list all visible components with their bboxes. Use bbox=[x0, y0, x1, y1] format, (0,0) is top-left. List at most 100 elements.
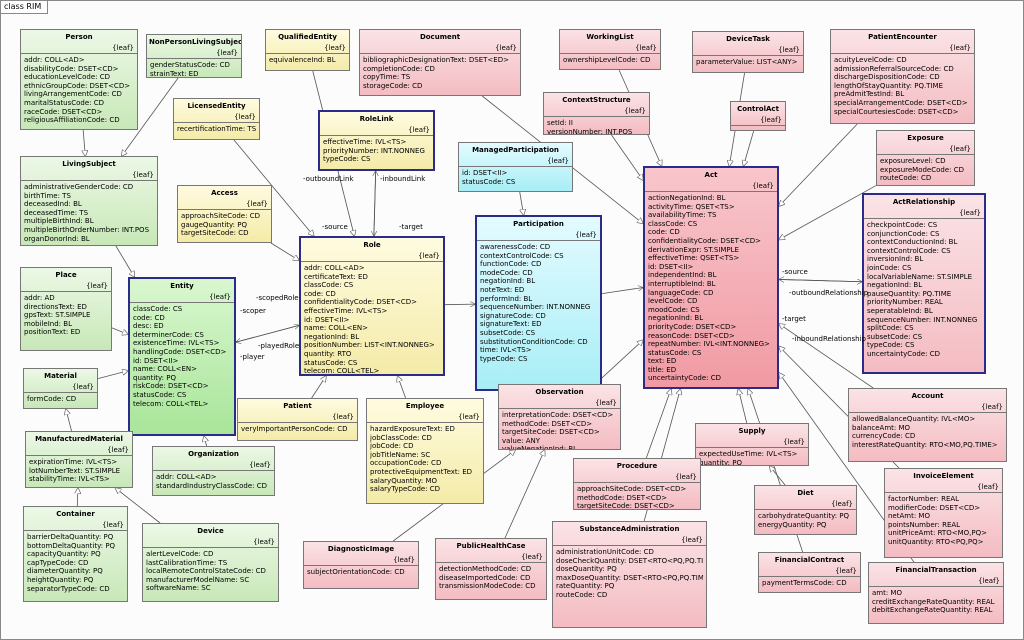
class-name: Access bbox=[211, 189, 238, 197]
attribute: typeCode: CS bbox=[480, 354, 528, 363]
attribute: approachSiteCode: CD bbox=[181, 212, 260, 220]
attribute: ownershipLevelCode: CD bbox=[563, 56, 651, 64]
class-role[interactable]: Role{leaf}addr: COLL<AD>certificateText:… bbox=[299, 236, 445, 376]
attribute: addr: COLL<AD> bbox=[24, 56, 85, 64]
class-organization[interactable]: Organization{leaf}addr: COLL<AD>standard… bbox=[152, 446, 275, 496]
attribute: localRemoteControlStateCode: CD bbox=[146, 567, 266, 576]
attribute: negationInd: BL bbox=[867, 281, 923, 290]
class-stereotype: {leaf} bbox=[408, 126, 430, 134]
attribute: administrationUnitCode: CD bbox=[556, 548, 654, 556]
class-patient[interactable]: Patient{leaf}veryImportantPersonCode: CD bbox=[237, 398, 358, 441]
attribute: checkpointCode: CS bbox=[867, 221, 938, 229]
attribute: splitCode: CS bbox=[867, 324, 914, 333]
class-nonperson[interactable]: NonPersonLivingSubject{leaf}genderStatus… bbox=[146, 34, 242, 78]
attribute: seperatableInd: BL bbox=[867, 306, 933, 315]
class-procedure[interactable]: Procedure{leaf}approachSiteCode: DSET<CD… bbox=[573, 458, 701, 510]
class-document[interactable]: Document{leaf}bibliographicDesignationTe… bbox=[359, 29, 521, 96]
attribute: exposureModeCode: CD bbox=[880, 165, 965, 174]
class-name: NonPersonLivingSubject bbox=[149, 38, 242, 46]
attribute: allowedBalanceQuantity: IVL<MO> bbox=[852, 415, 976, 423]
attribute: acuityLevelCode: CD bbox=[834, 56, 907, 64]
class-patientenc[interactable]: PatientEncounter{leaf}acuityLevelCode: C… bbox=[830, 29, 975, 124]
attribute: amt: MO bbox=[872, 589, 902, 597]
attribute: classCode: CS bbox=[133, 305, 183, 313]
attribute: statusCode: CS bbox=[648, 348, 702, 357]
class-managedpart[interactable]: ManagedParticipation{leaf}id: DSET<II>st… bbox=[458, 142, 573, 192]
attribute-list: parameterValue: LIST<ANY> bbox=[693, 55, 803, 69]
class-stereotype: {leaf} bbox=[458, 413, 480, 421]
class-manufmaterial[interactable]: ManufacturedMaterial{leaf}expirationTime… bbox=[25, 431, 133, 488]
attribute: text: ED bbox=[648, 357, 677, 366]
attribute-list: bibliographicDesignationText: DSET<ED>co… bbox=[360, 53, 520, 92]
edge-label-scoper: -scoper bbox=[240, 307, 266, 315]
class-name: Supply bbox=[738, 427, 766, 435]
attribute: confidentialityCode: DSET<CD> bbox=[648, 236, 761, 245]
attribute: id: DSET<II> bbox=[133, 356, 179, 365]
attribute: jobTitleName: SC bbox=[370, 450, 431, 459]
attribute: interpretationCode: DSET<CD> bbox=[502, 411, 614, 419]
attribute: determinerCode: CS bbox=[133, 330, 204, 339]
attribute: title: ED bbox=[648, 365, 677, 374]
class-workinglist[interactable]: WorkingList{leaf}ownershipLevelCode: CD bbox=[559, 29, 661, 70]
class-publichealth[interactable]: PublicHealthCase{leaf}detectionMethodCod… bbox=[435, 538, 547, 600]
class-controlact[interactable]: ControlAct{leaf} bbox=[730, 101, 786, 131]
class-supply[interactable]: Supply{leaf}expectedUseTime: IVL<TS>quan… bbox=[695, 423, 809, 466]
attribute-list: paymentTermsCode: CD bbox=[759, 576, 860, 590]
class-devicetask[interactable]: DeviceTask{leaf}parameterValue: LIST<ANY… bbox=[692, 31, 804, 73]
class-name: Exposure bbox=[907, 134, 944, 142]
class-person[interactable]: Person{leaf}addr: COLL<AD>disabilityCode… bbox=[20, 29, 138, 130]
class-observation[interactable]: Observation{leaf}interpretationCode: DSE… bbox=[498, 384, 621, 450]
attribute: bibliographicDesignationText: DSET<ED> bbox=[363, 56, 509, 64]
attribute: jobClassCode: CD bbox=[370, 433, 432, 442]
class-diagimage[interactable]: DiagnosticImage{leaf}subjectOrientationC… bbox=[303, 541, 419, 589]
class-name: Container bbox=[56, 510, 95, 518]
attribute: directionsText: ED bbox=[24, 302, 87, 311]
attribute: reasonCode: DSET<CD> bbox=[648, 331, 735, 340]
attribute: admissionReferralSourceCode: CD bbox=[834, 64, 954, 73]
class-substadmin[interactable]: SubstanceAdministration{leaf}administrat… bbox=[552, 521, 707, 628]
attribute: desc: ED bbox=[133, 322, 164, 331]
class-name: Place bbox=[55, 271, 77, 279]
class-name: ManagedParticipation bbox=[472, 146, 559, 154]
class-livingsubject[interactable]: LivingSubject{leaf}administrativeGenderC… bbox=[20, 156, 158, 246]
attribute: name: COLL<EN> bbox=[133, 365, 198, 374]
attribute: hazardExposureText: ED bbox=[370, 425, 455, 433]
class-licensed[interactable]: LicensedEntity{leaf}recertificationTime:… bbox=[173, 98, 260, 140]
attribute: maxDoseQuantity: DSET<RTO<PQ,PQ.TIME>> bbox=[556, 573, 703, 582]
class-qualified[interactable]: QualifiedEntity{leaf}equivalenceInd: BL bbox=[265, 29, 350, 71]
attribute: capacityQuantity: PQ bbox=[27, 550, 101, 559]
class-financialcontract[interactable]: FinancialContract{leaf}paymentTermsCode:… bbox=[758, 552, 861, 593]
class-material[interactable]: Material{leaf}formCode: CD bbox=[23, 368, 98, 409]
attribute: ethnicGroupCode: DSET<CD> bbox=[24, 81, 131, 90]
attribute: pointsNumber: REAL bbox=[888, 520, 961, 529]
attribute: levelCode: CD bbox=[648, 297, 698, 306]
attribute-list: interpretationCode: DSET<CD>methodCode: … bbox=[499, 408, 620, 449]
attribute: unitPriceAmt: RTO<MO,PQ> bbox=[888, 529, 987, 538]
attribute: stabilityTime: IVL<TS> bbox=[29, 475, 110, 484]
attribute: addr: COLL<AD> bbox=[156, 473, 217, 481]
class-name: Organization bbox=[188, 450, 239, 458]
class-account[interactable]: Account{leaf}allowedBalanceQuantity: IVL… bbox=[848, 388, 1007, 462]
attribute: name: COLL<EN> bbox=[304, 324, 369, 333]
attribute: specialCourtesiesCode: DSET<CD> bbox=[834, 107, 959, 116]
attribute: gpsText: ST.SIMPLE bbox=[24, 311, 91, 320]
attribute: birthTime: TS bbox=[24, 191, 71, 200]
class-stereotype: {leaf} bbox=[107, 446, 129, 454]
class-rolelink[interactable]: RoleLink{leaf}effectiveTime: IVL<TS>prio… bbox=[318, 110, 435, 171]
